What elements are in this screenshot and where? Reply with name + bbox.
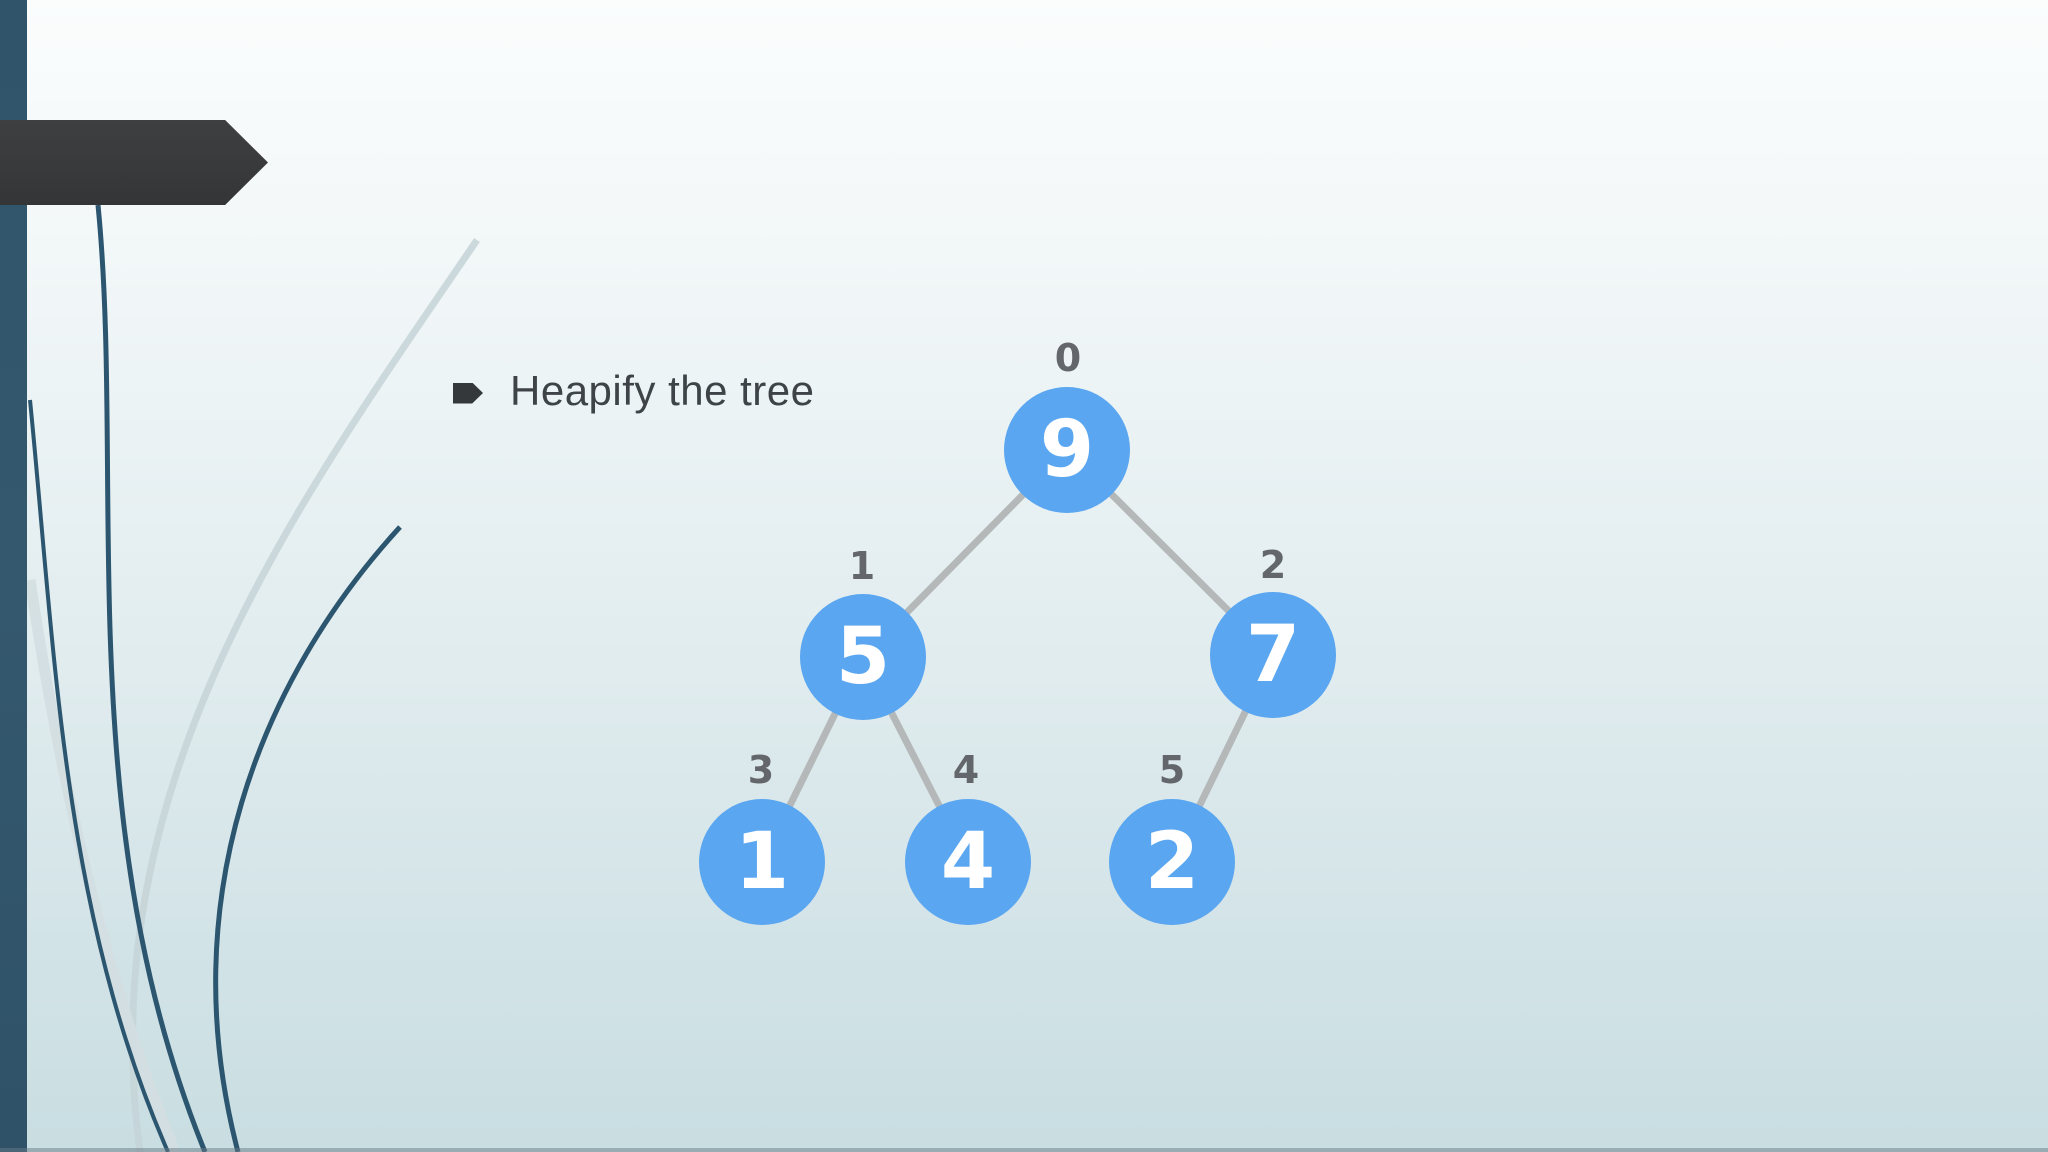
title-banner-arrow xyxy=(0,120,268,205)
tree-node-circle: 2 xyxy=(1109,799,1235,925)
tree-node-value: 7 xyxy=(1245,610,1301,700)
tree-node-index-label: 3 xyxy=(747,748,775,792)
tree-node-index-label: 0 xyxy=(1054,336,1082,380)
bullet-text: Heapify the tree xyxy=(510,367,815,414)
tree-node-value: 4 xyxy=(940,817,996,907)
swoosh-light-curve xyxy=(129,238,480,1152)
tree-node-index-label: 5 xyxy=(1158,748,1186,792)
swoosh-light-curve xyxy=(24,579,181,1152)
tree-node-value: 1 xyxy=(734,817,790,907)
tree-node-value: 9 xyxy=(1039,405,1095,495)
tree-node-index-label: 4 xyxy=(952,748,980,792)
bullet-row: Heapify the tree xyxy=(453,368,815,414)
swoosh-dark-curve xyxy=(28,399,170,1152)
tree-node-circle: 9 xyxy=(1004,387,1130,513)
tree-node-circle: 4 xyxy=(905,799,1031,925)
tree-node-circle: 5 xyxy=(800,594,926,720)
swoosh-dark-curve xyxy=(213,525,402,1152)
tree-node-index-label: 2 xyxy=(1259,543,1287,587)
tree-node-index-label: 1 xyxy=(848,544,876,588)
tree-node-value: 5 xyxy=(835,612,891,702)
bullet-arrow-icon xyxy=(453,382,483,404)
tree-node-circle: 1 xyxy=(699,799,825,925)
tree-node-circle: 7 xyxy=(1210,592,1336,718)
slide-bottom-edge xyxy=(0,1148,2048,1152)
swoosh-dark-curve xyxy=(95,204,208,1152)
tree-node-value: 2 xyxy=(1144,817,1200,907)
